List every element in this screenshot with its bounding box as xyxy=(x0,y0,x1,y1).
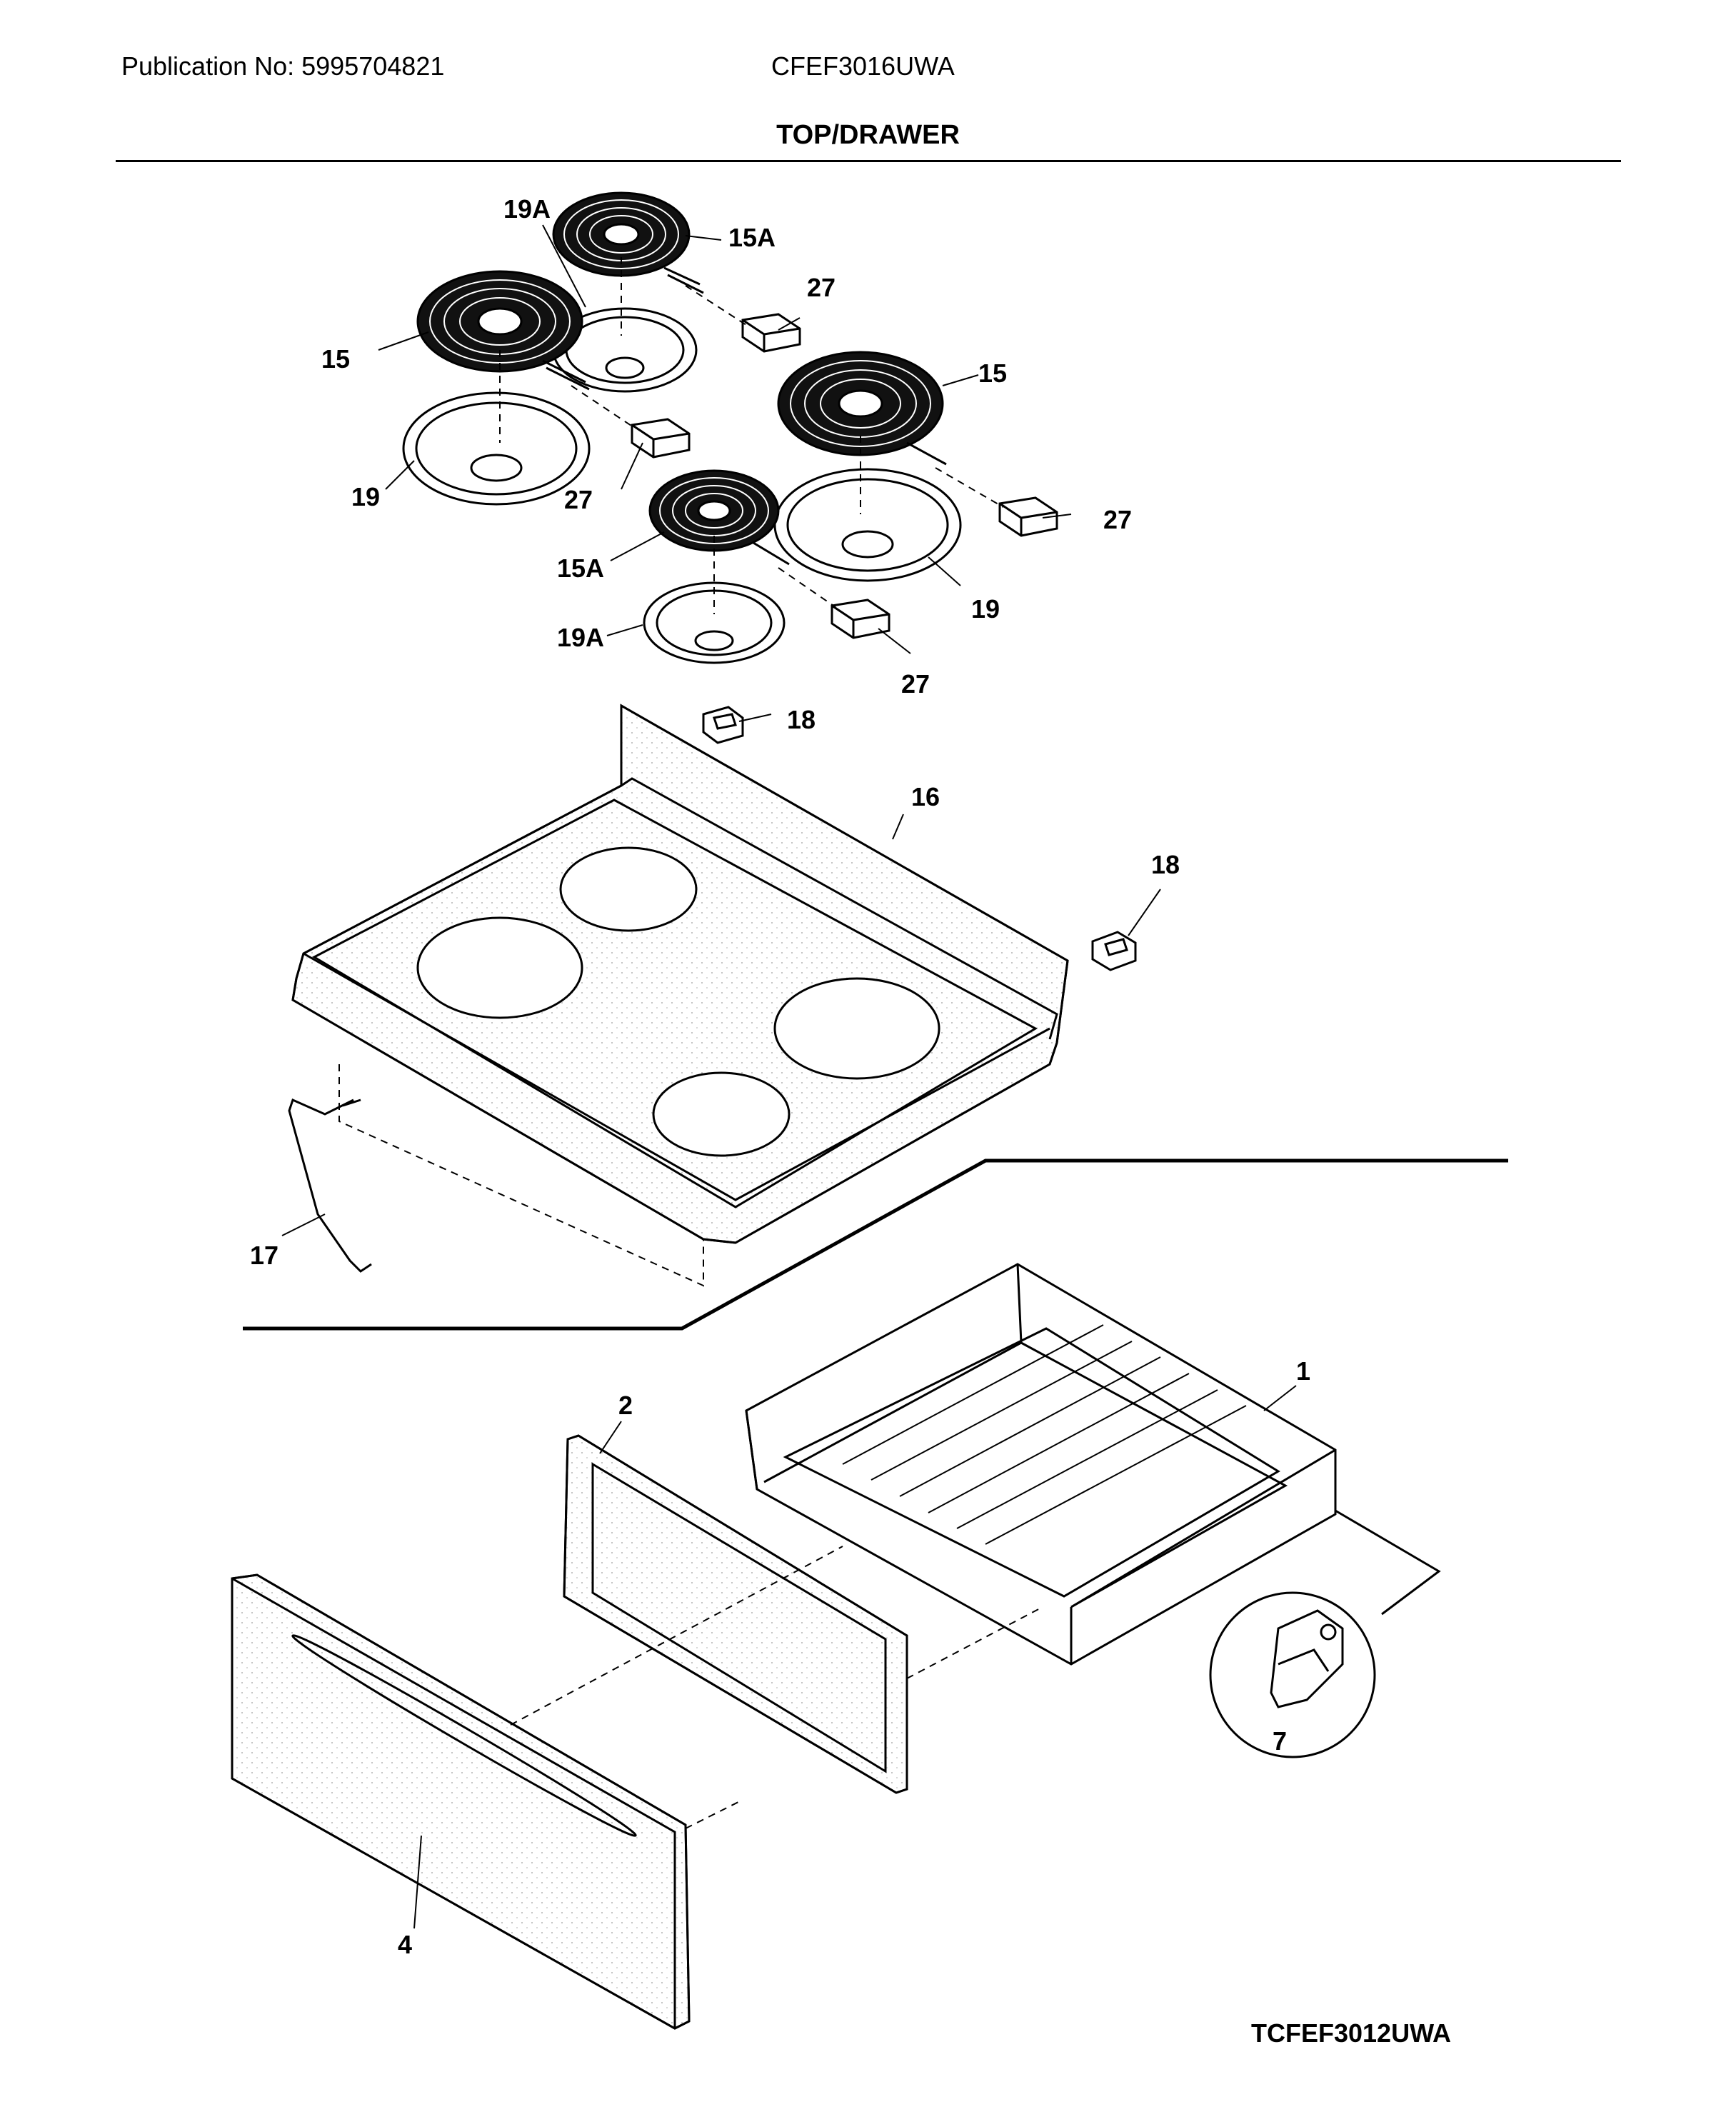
part-label-2: 2 xyxy=(618,1391,633,1420)
part-label-15-left: 15 xyxy=(321,344,350,374)
part-label-15a-top: 15A xyxy=(728,223,776,252)
drawer-body-1 xyxy=(745,1263,1337,1666)
surface-element-15-left xyxy=(416,270,590,391)
support-rod-17 xyxy=(288,1098,372,1273)
drawer-front-4 xyxy=(231,1573,691,2030)
part-label-27-d: 27 xyxy=(901,669,930,699)
part-label-4: 4 xyxy=(398,1930,412,1959)
receptacle-27-c xyxy=(998,496,1058,537)
surface-element-15-right xyxy=(777,351,947,466)
part-label-16: 16 xyxy=(911,782,940,811)
bracket-18-top xyxy=(702,706,744,744)
drip-bowl-19-left xyxy=(402,391,591,506)
section-separator xyxy=(243,1158,1508,1331)
part-label-18-right: 18 xyxy=(1151,850,1180,879)
diagram-code: TCFEF3012UWA xyxy=(1251,2018,1452,2048)
part-label-17: 17 xyxy=(250,1241,279,1270)
part-labels: 19A 15A 27 15 15 19 27 27 15A 19 19A 27 … xyxy=(250,194,1310,1959)
part-label-1: 1 xyxy=(1296,1356,1310,1386)
part-label-27-c: 27 xyxy=(1103,505,1132,534)
surface-element-15a-top xyxy=(552,191,704,294)
drip-bowl-19a-bottom xyxy=(643,581,786,664)
part-label-15-right: 15 xyxy=(978,359,1007,388)
publication-number: Publication No: 5995704821 xyxy=(121,51,445,81)
title-rule xyxy=(116,160,1621,162)
receptacle-27-d xyxy=(831,599,890,639)
part-label-27-b: 27 xyxy=(564,485,593,514)
element-alignment-lines xyxy=(499,257,1004,614)
part-label-18-top: 18 xyxy=(787,705,816,734)
leader-lines xyxy=(281,224,1297,1929)
receptacle-27-b xyxy=(631,418,691,459)
bracket-18-right xyxy=(1091,931,1137,971)
receptacle-27-a xyxy=(741,313,801,353)
surface-element-15a-front xyxy=(648,469,790,566)
main-top-16 xyxy=(291,704,1069,1244)
part-label-19-right: 19 xyxy=(971,594,1000,624)
section-title: TOP/DRAWER xyxy=(776,120,960,150)
drawer-glide-7-detail xyxy=(1209,1509,1441,1758)
part-label-15a-front: 15A xyxy=(557,554,604,583)
drip-bowl-19-right xyxy=(773,468,962,582)
part-label-19a-top: 19A xyxy=(503,194,551,224)
model-number: CFEF3016UWA xyxy=(771,51,955,81)
part-label-7: 7 xyxy=(1273,1726,1287,1756)
drawer-dashed-lines xyxy=(510,1546,1043,1829)
part-label-19-left: 19 xyxy=(351,482,380,511)
drawer-liner-2 xyxy=(563,1434,908,1794)
part-label-19a-bottom: 19A xyxy=(557,623,604,652)
top-dashed-lines xyxy=(338,1064,704,1287)
part-label-27-a: 27 xyxy=(807,273,836,302)
